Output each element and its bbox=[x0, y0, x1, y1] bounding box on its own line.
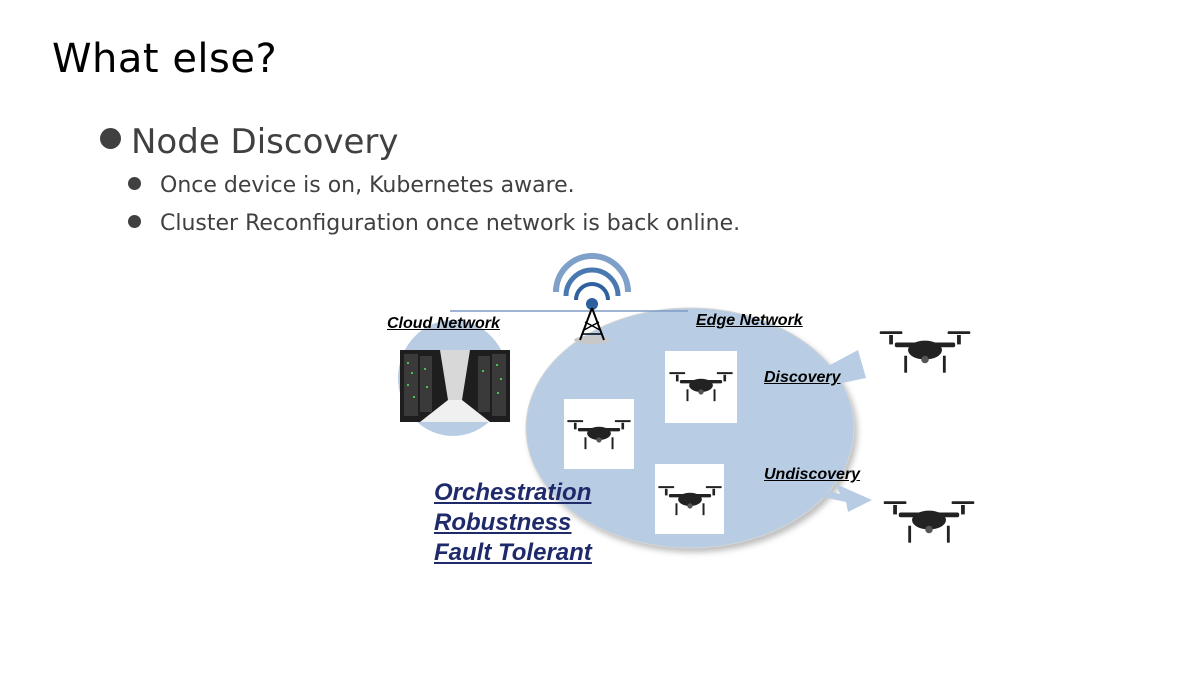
feature-item: Fault Tolerant bbox=[434, 539, 592, 566]
undiscovery-arrow-icon bbox=[780, 478, 872, 512]
drone-image bbox=[669, 372, 733, 402]
sub-bullet-text: Once device is on, Kubernetes aware. bbox=[160, 173, 575, 198]
edge-network-label: Edge Network bbox=[696, 312, 803, 329]
drone-image bbox=[567, 420, 631, 450]
bullet-text: Node Discovery bbox=[131, 122, 399, 162]
antenna-tower-icon bbox=[553, 253, 631, 344]
server-room-image bbox=[400, 350, 510, 422]
drone-image bbox=[658, 486, 722, 516]
undiscovery-label: Undiscovery bbox=[764, 466, 861, 483]
feature-list: Orchestration Robustness Fault Tolerant bbox=[434, 478, 592, 568]
sub-bullet-text: Cluster Reconfiguration once network is … bbox=[160, 211, 741, 236]
feature-item: Robustness bbox=[434, 509, 572, 536]
bullet-dot-icon bbox=[128, 215, 141, 228]
drone-image bbox=[883, 501, 975, 543]
edge-network-bubble bbox=[525, 307, 855, 549]
feature-item: Orchestration bbox=[434, 479, 592, 506]
slide-title: What else? bbox=[52, 36, 278, 82]
bullet-dot-icon bbox=[100, 128, 121, 149]
sub-bullet-2: Cluster Reconfiguration once network is … bbox=[128, 211, 740, 236]
cloud-network-label: Cloud Network bbox=[387, 315, 500, 332]
discovery-label: Discovery bbox=[764, 369, 841, 386]
sub-bullet-1: Once device is on, Kubernetes aware. bbox=[128, 173, 575, 198]
bullet-dot-icon bbox=[128, 177, 141, 190]
drone-image bbox=[879, 331, 971, 373]
discovery-arrow-icon bbox=[770, 350, 866, 400]
bullet-node-discovery: Node Discovery bbox=[100, 122, 399, 162]
